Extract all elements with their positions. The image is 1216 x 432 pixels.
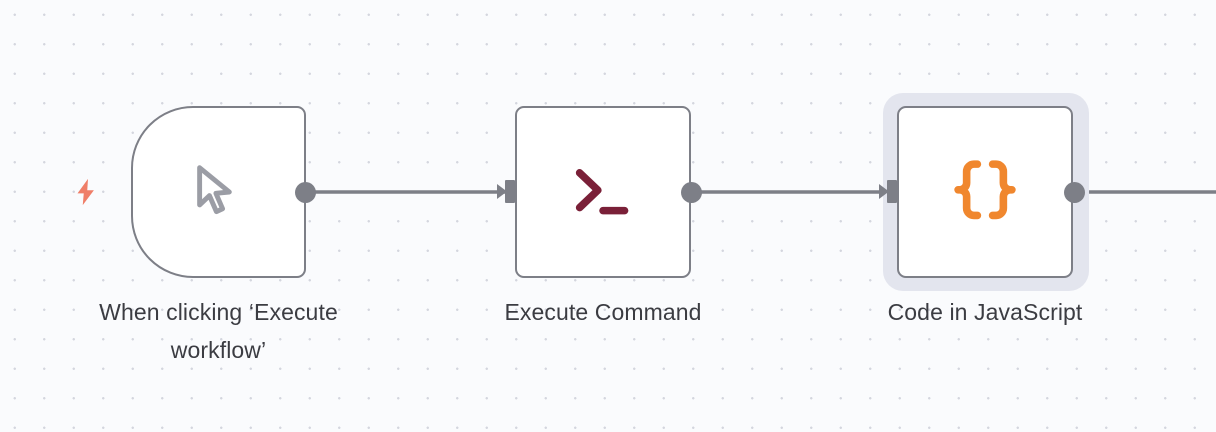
execute-command-input-connector[interactable] bbox=[497, 178, 519, 205]
mouse-pointer-icon bbox=[188, 159, 250, 225]
terminal-prompt-icon bbox=[567, 156, 639, 228]
node-code-in-javascript[interactable] bbox=[897, 106, 1073, 278]
curly-braces-icon bbox=[947, 154, 1023, 230]
trigger-bolt-icon bbox=[71, 175, 101, 209]
node-label-trigger: When clicking ‘Execute workflow’ bbox=[99, 299, 338, 363]
code-output-connector[interactable] bbox=[1064, 182, 1085, 203]
node-label-code-in-javascript: Code in JavaScript bbox=[887, 299, 1083, 325]
node-label-execute-command: Execute Command bbox=[504, 299, 702, 325]
node-execute-command[interactable] bbox=[515, 106, 691, 278]
execute-command-output-connector[interactable] bbox=[681, 182, 702, 203]
trigger-output-connector[interactable] bbox=[295, 182, 316, 203]
code-input-connector[interactable] bbox=[879, 178, 901, 205]
node-when-clicking-execute-workflow[interactable] bbox=[131, 106, 306, 278]
